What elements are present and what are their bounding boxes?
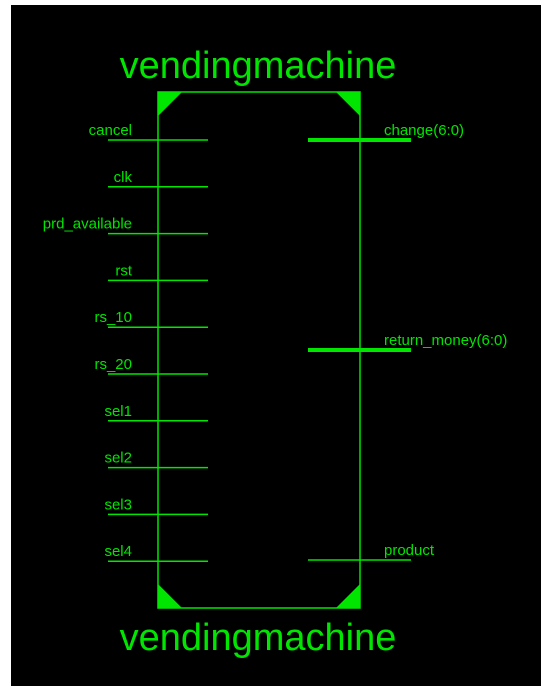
schematic-canvas: vendingmachine vendingmachine cancel clk p…: [11, 5, 541, 686]
input-pin-label: clk: [114, 169, 133, 186]
schematic-symbol[interactable]: vendingmachine vendingmachine cancel clk p…: [11, 5, 541, 686]
output-pin-label: return_money(6:0): [384, 332, 507, 349]
input-pin-label: prd_available: [43, 216, 132, 233]
input-pin-label: rs_20: [94, 356, 132, 373]
output-pin-label: product: [384, 542, 435, 559]
input-pin-label: rst: [115, 262, 132, 279]
input-pin-label: sel3: [104, 496, 132, 513]
corner-marker-bottom-left: [158, 584, 182, 608]
input-pin-label: cancel: [89, 122, 132, 139]
input-pin-label: sel4: [104, 543, 132, 560]
component-title-top: vendingmachine: [120, 45, 397, 87]
input-pin-label: sel2: [104, 450, 132, 467]
output-ports: change(6:0) return_money(6:0)product: [308, 122, 507, 561]
output-pin-label: change(6:0): [384, 122, 464, 139]
corner-marker-bottom-right: [336, 584, 360, 608]
input-pin-label: sel1: [104, 403, 132, 420]
corner-marker-top-right: [336, 92, 360, 116]
component-title-bottom: vendingmachine: [120, 617, 397, 659]
corner-marker-top-left: [158, 92, 182, 116]
input-pin-label: rs_10: [94, 309, 132, 326]
